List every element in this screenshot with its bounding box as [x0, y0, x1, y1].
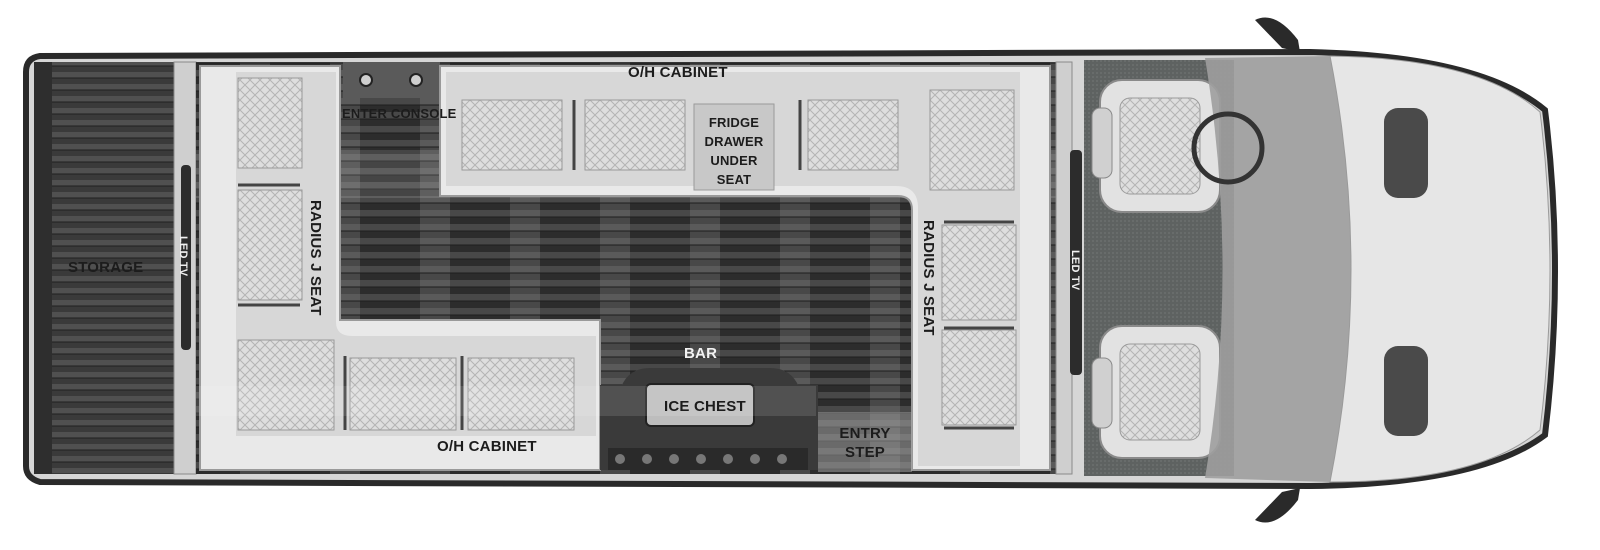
oh-cabinet-bottom-label: O/H CABINET — [437, 438, 537, 455]
front-led-tv-label: LED TV — [1069, 250, 1081, 291]
fridge-label-line: DRAWER — [704, 134, 764, 149]
front-led-tv — [1070, 150, 1082, 375]
vent-top — [1384, 108, 1428, 198]
ice-chest — [645, 383, 755, 427]
dashboard — [1205, 56, 1351, 482]
ice-chest-label: ICE CHEST — [664, 398, 746, 415]
entry-step-label: ENTRY STEP — [830, 424, 900, 462]
left-j-seat — [199, 65, 601, 471]
storage-label: STORAGE — [68, 259, 144, 276]
hood — [1329, 55, 1551, 483]
side-mirror-bottom — [1255, 488, 1300, 523]
side-mirror-top — [1255, 17, 1300, 52]
center-console — [343, 62, 440, 98]
fridge-label-line: SEAT — [716, 172, 752, 187]
entry-step-label-line: STEP — [845, 444, 885, 461]
fridge-drawer — [693, 103, 775, 191]
passenger-seat — [1091, 325, 1221, 459]
storage-floor — [34, 62, 174, 474]
fridge-label: FRIDGE DRAWER UNDER SEAT — [699, 113, 769, 189]
entry-step-label-line: ENTRY — [839, 425, 891, 442]
bar-counter — [600, 368, 818, 470]
fridge-label-line: UNDER — [710, 153, 758, 168]
steering-wheel-icon — [1191, 111, 1265, 185]
vent-bottom — [1384, 346, 1428, 436]
oh-cabinet-top-label: O/H CABINET — [628, 64, 728, 81]
radius-seat-right-label: RADIUS J SEAT — [920, 220, 937, 336]
driver-seat — [1091, 79, 1221, 213]
rear-led-tv-label: LED TV — [177, 236, 189, 277]
bar-label: BAR — [684, 345, 718, 362]
fridge-label-line: FRIDGE — [708, 115, 760, 130]
right-j-seat — [439, 65, 1051, 471]
radius-seat-left-label: RADIUS J SEAT — [307, 200, 324, 316]
rear-led-tv — [181, 165, 191, 350]
entry-step — [818, 412, 912, 472]
center-console-label: ENTER CONSOLE — [342, 106, 457, 121]
